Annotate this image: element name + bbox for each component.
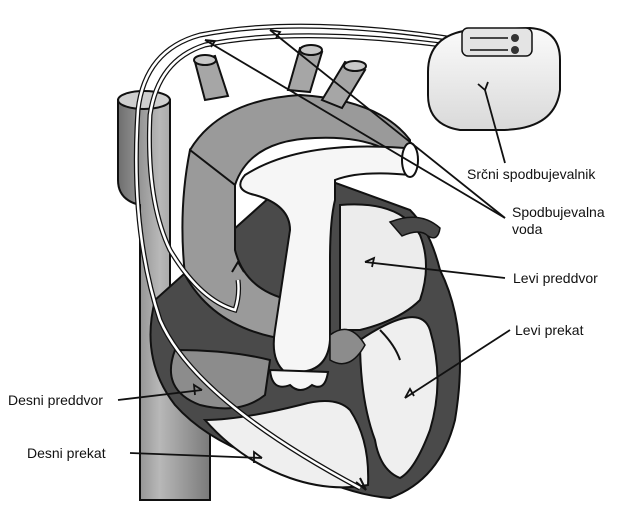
label-right-ventricle: Desni prekat: [27, 445, 106, 462]
label-right-atrium: Desni preddvor: [8, 392, 103, 409]
label-pacing-lead: Spodbujevalna: [512, 204, 605, 221]
label-left-atrium: Levi preddvor: [513, 270, 598, 287]
connector-screw-icon: [511, 46, 519, 54]
label-pacing-lead-line2: voda: [512, 221, 542, 238]
connector-screw-icon: [511, 34, 519, 42]
label-left-ventricle: Levi prekat: [515, 322, 583, 339]
label-pacemaker: Srčni spodbujevalnik: [467, 166, 595, 183]
pacemaker-device: [428, 28, 560, 130]
